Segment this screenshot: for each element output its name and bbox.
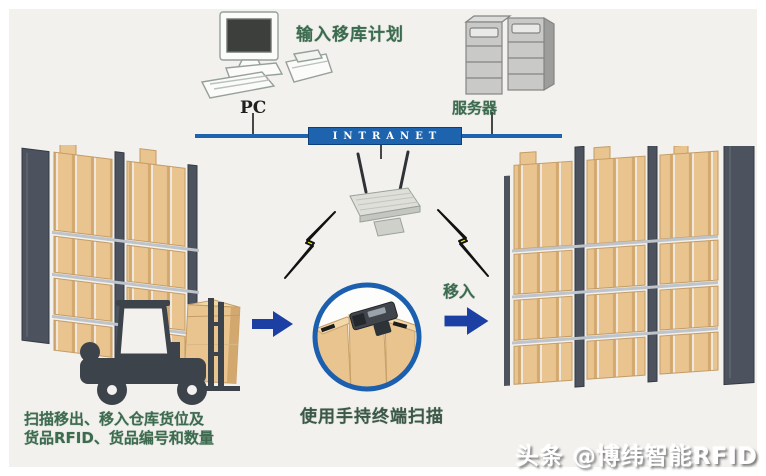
flow-arrow-left-icon [252,311,293,337]
left-caption: 扫描移出、移入仓库货位及 货品RFID、货品编号和数量 [24,410,214,448]
lightning-right-icon [437,209,489,277]
pc-icon [200,11,333,99]
handheld-scanner-inset [312,282,422,392]
wireless-router-icon [349,150,421,237]
server-connector-line [491,112,493,135]
intranet-label: INTRANET [332,131,443,142]
lightning-left-icon [284,211,336,279]
watermark-text: 头条 @博纬智能RFID [515,444,758,470]
move-in-label: 移入 [443,282,476,301]
router-connector-line [380,145,382,159]
plan-label: 输入移库计划 [296,25,404,45]
intranet-badge: INTRANET [308,127,462,145]
server-label: 服务器 [452,99,498,117]
flow-arrow-right-icon [444,307,489,335]
server-icon [464,15,555,95]
left-caption-line2: 货品RFID、货品编号和数量 [24,429,214,447]
pc-connector-line [252,113,254,135]
scan-caption: 使用手持终端扫描 [300,407,444,427]
left-caption-line1: 扫描移出、移入仓库货位及 [24,410,205,428]
rfid-scanner-icon [349,301,398,336]
pc-label: PC [240,98,267,118]
forklift-icon [80,298,240,405]
warehouse-rack-right-icon [504,146,755,388]
